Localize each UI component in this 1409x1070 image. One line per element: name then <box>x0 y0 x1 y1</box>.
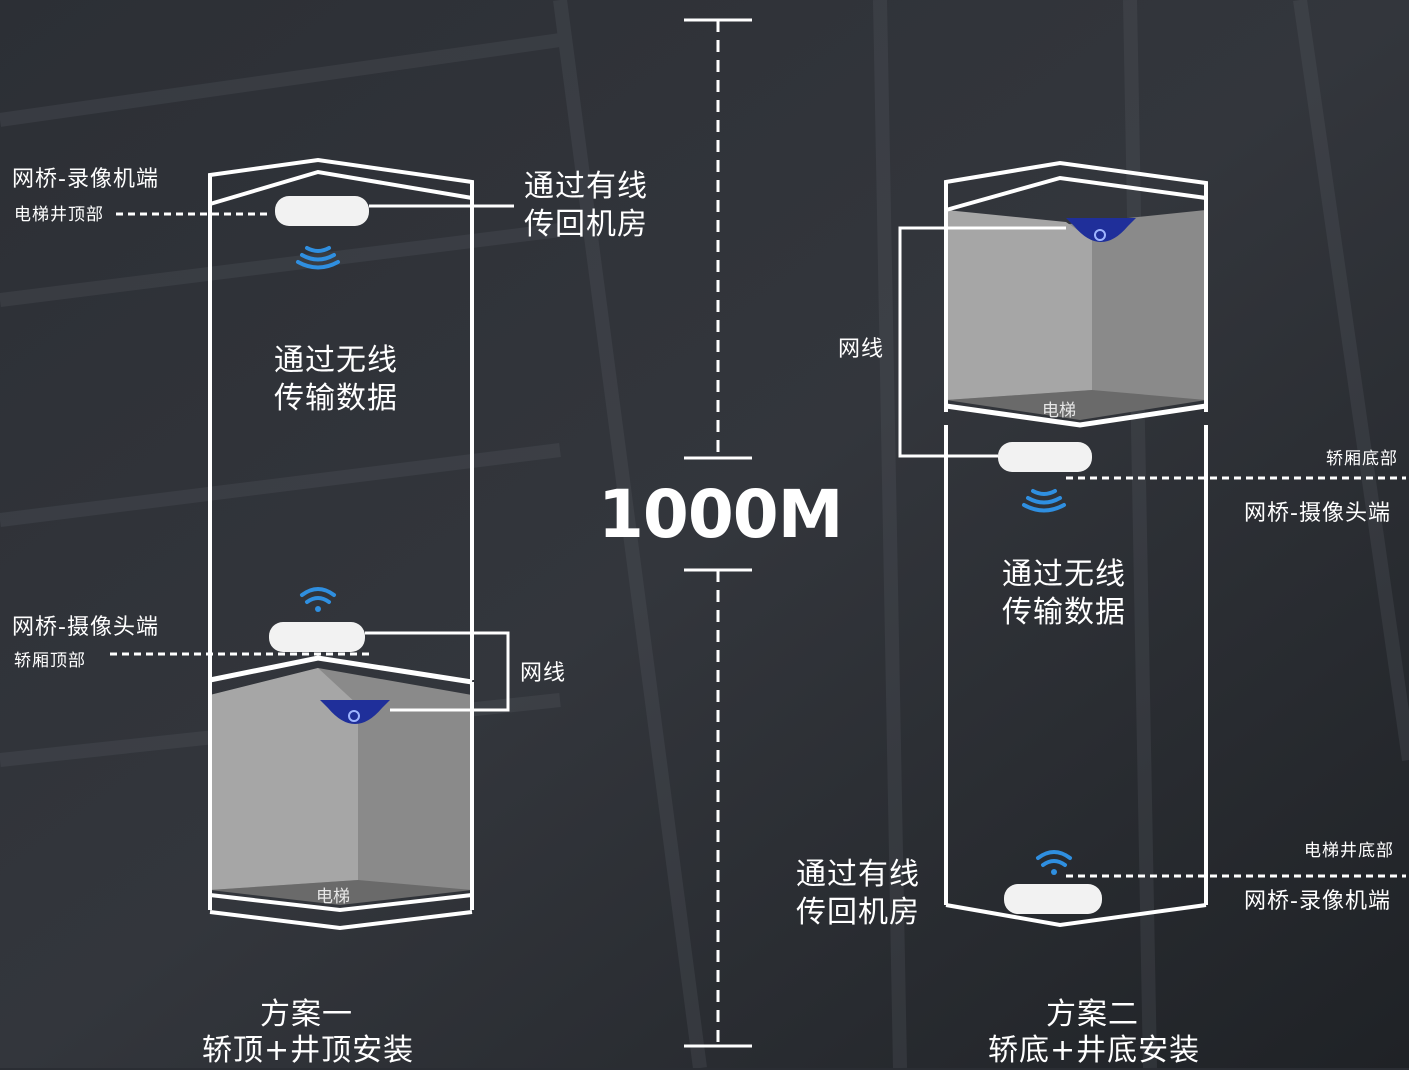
scheme2-camera-bridge-label: 网桥-摄像头端 <box>1244 501 1391 526</box>
scheme2-title: 方案二 <box>1046 997 1139 1032</box>
scheme2-cab-label: 电梯 <box>1042 401 1076 421</box>
scheme2-subtitle: 轿底+井底安装 <box>988 1033 1201 1068</box>
scheme1-bridge-camera-device <box>269 622 365 652</box>
scheme1-camera-bridge-label: 网桥-摄像头端 <box>12 615 159 640</box>
scheme1-wifi-icon-bottom <box>300 587 336 612</box>
distance-ruler <box>684 18 752 1048</box>
scheme2-bridge-nvr-device <box>1004 884 1102 914</box>
scheme1-leader-lines <box>110 204 514 712</box>
scheme2-leader-lines <box>898 226 1406 878</box>
scheme1-bridge-nvr-device <box>275 196 369 226</box>
scheme2-cable-label: 网线 <box>838 337 885 362</box>
scheme2-wireless-text-line1: 通过无线 <box>1002 557 1126 592</box>
scheme2-camera-bridge-location: 轿厢底部 <box>1326 449 1398 469</box>
scheme2-elevator-cab <box>944 160 1208 428</box>
scheme1-wifi-icon-top <box>296 246 340 270</box>
scheme2-bridge-camera-device <box>998 442 1092 472</box>
scheme1-wired-text-line1: 通过有线 <box>524 169 648 204</box>
scheme1-elevator-cab <box>208 655 474 931</box>
scheme2-nvr-bridge-location: 电梯井底部 <box>1304 841 1394 861</box>
scheme1-wired-text-line2: 传回机房 <box>524 207 648 242</box>
scheme2-wifi-icon-top <box>1022 489 1066 513</box>
scheme2-wireless-text-line2: 传输数据 <box>1002 595 1126 630</box>
scheme1-nvr-bridge-label: 网桥-录像机端 <box>12 167 159 192</box>
scheme2-shaft <box>944 425 1208 928</box>
scheme2-wired-text-line1: 通过有线 <box>796 857 920 892</box>
scheme1-title: 方案一 <box>260 997 353 1032</box>
scheme2-wired-text-line2: 传回机房 <box>796 895 920 930</box>
scheme1-cable-label: 网线 <box>520 661 567 686</box>
scheme1-wireless-text-line2: 传输数据 <box>274 381 398 416</box>
scheme1-shaft <box>208 157 474 680</box>
scheme1-camera-bridge-location: 轿厢顶部 <box>14 651 86 671</box>
scheme1-subtitle: 轿顶+井顶安装 <box>202 1033 415 1068</box>
scheme1-cab-label: 电梯 <box>316 887 350 907</box>
scheme1-nvr-bridge-location: 电梯井顶部 <box>14 205 104 225</box>
distance-value: 1000M <box>598 476 843 553</box>
scheme1-wireless-text-line1: 通过无线 <box>274 343 398 378</box>
scheme2-wifi-icon-bottom <box>1036 850 1072 875</box>
scheme2-nvr-bridge-label: 网桥-录像机端 <box>1244 889 1391 914</box>
